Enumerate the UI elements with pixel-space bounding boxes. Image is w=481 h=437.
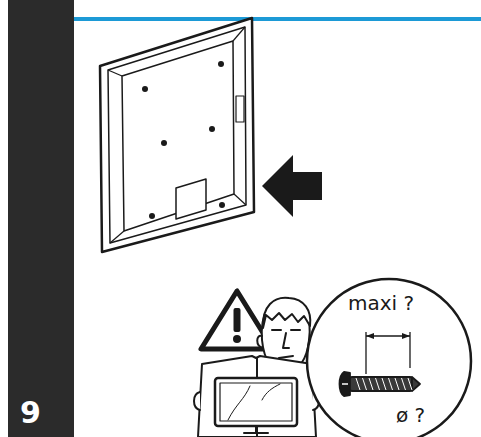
max-length-question: maxi ? bbox=[348, 292, 414, 314]
detail-callout: maxi ? ø ? bbox=[304, 276, 474, 437]
reading-man bbox=[194, 298, 319, 437]
header-rule bbox=[74, 17, 481, 21]
step-band: 9 bbox=[8, 0, 74, 437]
step-number: 9 bbox=[20, 396, 41, 429]
tv-back bbox=[100, 18, 254, 252]
direction-arrow bbox=[262, 155, 322, 217]
diameter-question: ø ? bbox=[396, 404, 425, 426]
